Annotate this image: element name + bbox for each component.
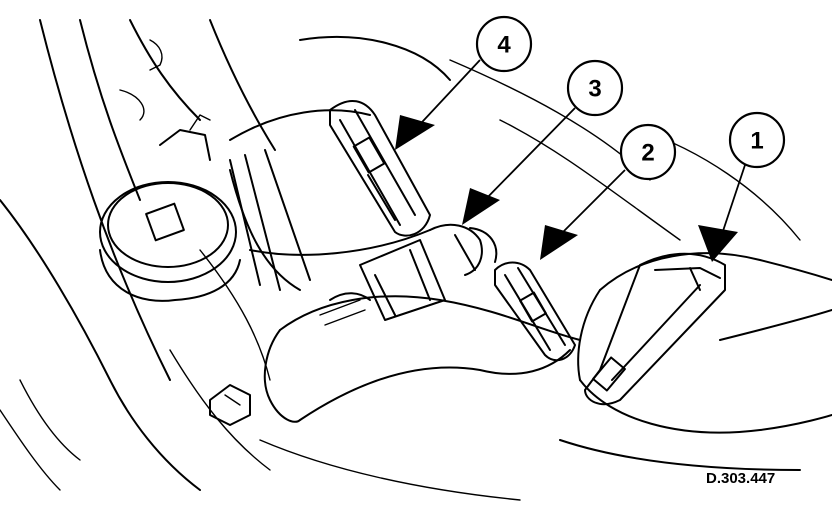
callout-label-2: 2: [641, 140, 654, 167]
reservoir-cap: [99, 114, 241, 302]
large-hose: [229, 109, 431, 291]
hose-clamp-2: [494, 261, 576, 362]
callout-1: 1: [698, 111, 786, 262]
connector-3: [319, 223, 498, 326]
callout-3: 3: [462, 59, 624, 225]
mounting-bolt: [209, 384, 251, 426]
callout-label-4: 4: [497, 32, 511, 59]
right-hose: [577, 252, 832, 434]
engine-bay-outline: [0, 19, 832, 501]
hose-clamp-1: [584, 252, 726, 406]
callout-label-3: 3: [588, 76, 601, 103]
hose-clamp-4: [329, 100, 431, 237]
callout-label-1: 1: [750, 128, 763, 155]
callout-2: 2: [540, 123, 677, 260]
figure-reference-code: D.303.447: [706, 470, 776, 487]
callout-4: 4: [395, 15, 533, 150]
middle-hose: [263, 295, 581, 423]
